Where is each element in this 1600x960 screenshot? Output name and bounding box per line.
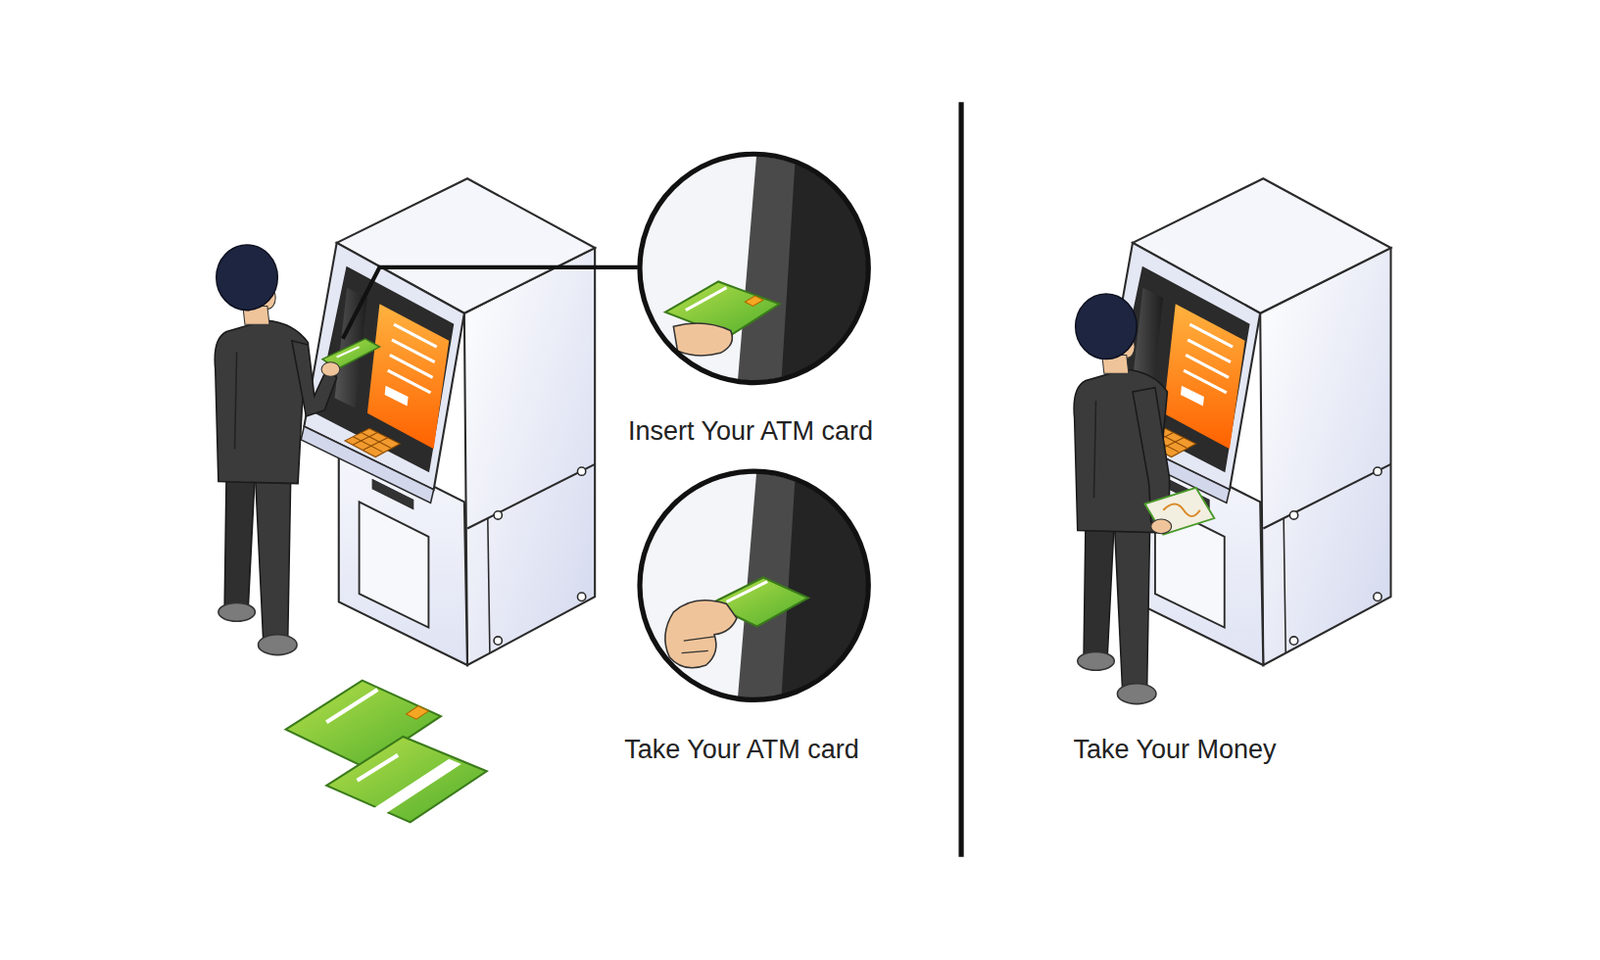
leader-line (342, 267, 638, 340)
atm-card-back (326, 736, 487, 823)
zoom-insert (744, 295, 764, 306)
caption-label: Take Your ATM card (624, 733, 860, 766)
zoom-circle (639, 153, 869, 383)
atm-card-front (326, 689, 378, 723)
person-hand (1151, 519, 1172, 534)
divider-line (958, 101, 964, 858)
atm-card-back (369, 759, 462, 817)
zoom-circle (639, 471, 869, 700)
caption-label: Insert Your ATM card (628, 415, 873, 447)
zoom-insert (632, 147, 878, 393)
zoom-insert (673, 323, 732, 356)
zoom-take-card (727, 581, 769, 603)
cash-notes (1145, 487, 1215, 535)
zoom-take-card (632, 465, 878, 711)
atm-machine (300, 178, 595, 666)
zoom-take-card (632, 465, 878, 711)
zoom-insert (632, 147, 878, 393)
atm-card-front (406, 706, 430, 721)
zoom-insert (685, 288, 728, 311)
zoom-take-card (665, 600, 737, 669)
cash-notes (1163, 503, 1200, 516)
atm-card (337, 346, 360, 357)
person-arm (291, 340, 338, 417)
atm-card-back (326, 736, 487, 823)
person (214, 244, 308, 656)
zoom-insert (736, 147, 878, 393)
atm-card-back (357, 755, 399, 781)
caption-label: Take Your Money (1072, 733, 1276, 766)
cash-notes (1145, 487, 1215, 535)
person-hand (321, 362, 340, 378)
zoom-take-card (681, 636, 715, 654)
